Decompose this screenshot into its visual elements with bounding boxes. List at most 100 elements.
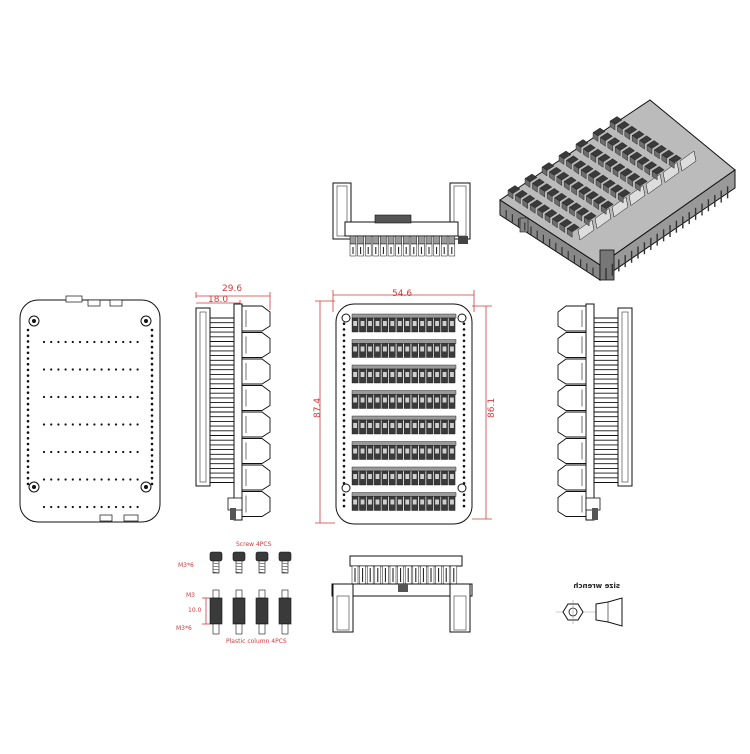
pcb-hole	[100, 395, 103, 399]
board-pin	[342, 362, 346, 365]
iso-terminal-side	[601, 205, 607, 215]
terminal-screw-head	[450, 397, 454, 403]
terminal-screw-head	[353, 474, 357, 479]
pcb-hole	[100, 423, 103, 426]
terminal-screw-head	[412, 448, 417, 454]
board-pin	[342, 356, 346, 360]
pcb-hole	[64, 423, 67, 426]
pcb-hole	[64, 478, 67, 481]
iso-terminal-side	[578, 190, 585, 201]
terminal-screw-head	[375, 474, 380, 479]
iso-terminal-side	[669, 159, 675, 169]
pcb-hole	[150, 391, 154, 395]
terminal-screw-head	[390, 423, 395, 428]
pcb-hole	[26, 385, 30, 389]
pcb-hole	[100, 450, 103, 454]
pcb-hole	[150, 385, 154, 389]
iso-terminal-side	[661, 154, 667, 164]
pcb-hole	[86, 368, 89, 371]
terminal-screw-head	[442, 397, 447, 403]
mounting-hole	[28, 315, 40, 327]
board-pin	[462, 333, 466, 337]
board-pin	[462, 339, 466, 343]
board-pin	[342, 436, 346, 440]
isometric-view	[499, 99, 736, 281]
pcb-hole	[114, 395, 118, 399]
terminal-screw-head	[442, 499, 447, 505]
terminal-screw-head	[435, 423, 439, 428]
pcb-hole	[42, 505, 46, 509]
iso-terminal-side	[595, 179, 602, 189]
terminal-bar	[351, 339, 457, 344]
terminal-screw-head	[405, 474, 410, 479]
terminal-profile	[241, 358, 271, 385]
column-thread	[212, 589, 220, 599]
terminal-screw-head	[450, 474, 454, 479]
terminal-profile	[241, 332, 271, 358]
terminal-screw-head	[397, 448, 402, 454]
pcb-hole	[57, 478, 60, 481]
board-terminal-grid	[342, 313, 466, 511]
screw-head	[255, 551, 269, 562]
pcb-hole	[78, 478, 82, 481]
iso-terminal-side	[632, 135, 638, 145]
pcb-hole	[42, 368, 46, 371]
pcb-hole	[122, 505, 125, 509]
iso-terminal-side	[569, 206, 575, 217]
dim-height-left: 87.4	[313, 398, 323, 418]
terminal-screw-head	[368, 448, 372, 454]
terminal-screw-head	[427, 448, 432, 454]
terminal-screw-head	[397, 397, 402, 403]
board-pin	[462, 447, 466, 451]
pcb-hole	[42, 450, 46, 454]
pcb-hole	[100, 478, 103, 481]
board-pin	[342, 385, 346, 388]
terminal-cell	[418, 235, 425, 245]
board-pin	[462, 470, 466, 474]
terminal-screw-head	[383, 397, 387, 403]
terminal-screw-head	[383, 321, 387, 326]
terminal-profile	[241, 438, 271, 464]
board-pin	[342, 464, 346, 468]
pcb-hole	[136, 505, 139, 509]
iso-terminal-side	[593, 200, 599, 210]
pcb-hole	[42, 340, 46, 344]
board-pin	[462, 402, 466, 405]
iso-terminal-side	[603, 183, 609, 194]
screw-caption: Screw 4PCS	[236, 541, 272, 548]
iso-terminal-side	[549, 171, 555, 182]
board-pin	[342, 373, 346, 377]
column-body	[232, 597, 246, 625]
iso-terminal-side	[654, 149, 660, 160]
screw-thread	[281, 565, 289, 568]
iso-terminal-side	[624, 130, 630, 140]
pcb-hole	[26, 357, 30, 360]
iso-terminal-side	[586, 195, 592, 206]
pcb-hole	[26, 391, 30, 395]
pcb-hole	[150, 471, 154, 474]
column-caption: Plastic column 4PCS	[226, 638, 287, 645]
terminal-profile	[241, 491, 271, 517]
pcb-hole	[78, 423, 82, 426]
screw-thread	[235, 565, 243, 568]
column-thread	[235, 589, 243, 599]
pcb-hole	[64, 450, 67, 454]
terminal-screw-head	[435, 474, 439, 479]
terminal-screw-head	[420, 423, 425, 428]
iso-terminal-side	[576, 211, 582, 222]
dim-width-outer: 29.6	[222, 284, 242, 294]
board-pin	[342, 442, 346, 445]
iso-terminal-blocks	[507, 116, 697, 241]
pcb-hole	[122, 423, 125, 426]
board-pin	[342, 413, 346, 417]
pcb-hole	[26, 459, 30, 463]
terminal-screw-head	[397, 372, 402, 377]
terminal-screw-head	[405, 448, 410, 454]
iso-terminal-side	[559, 223, 565, 233]
terminal-screw-head	[375, 397, 380, 403]
iso-terminal-side	[607, 141, 613, 152]
terminal-profile	[557, 491, 587, 517]
screw-thread	[281, 571, 289, 574]
pcb-hole	[100, 340, 103, 344]
pcb-hole	[150, 368, 154, 372]
